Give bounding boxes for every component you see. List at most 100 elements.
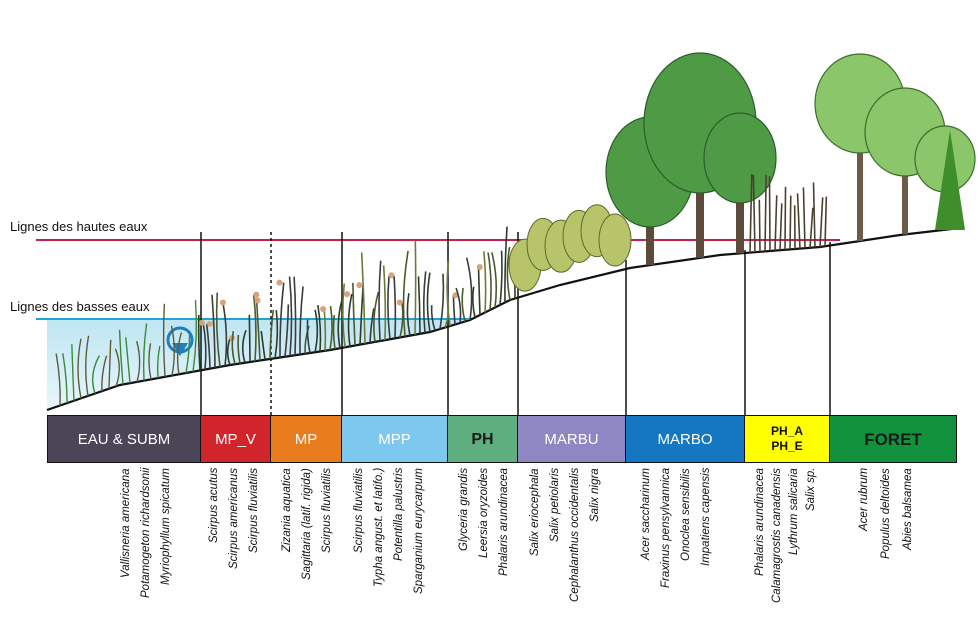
grass-stem [796,193,801,249]
reed-stem [487,252,492,311]
submerged-plant [185,330,191,374]
reed-stem [455,287,462,324]
species-label: Scirpus acutus [208,467,220,543]
submerged-plant [108,339,112,389]
species-label: Potentilla palustris [393,467,405,561]
zone-label: PH_A [770,424,803,438]
species-label: Salix petiolaris [549,467,561,542]
grass-stem [802,187,806,249]
species-label: Cephalanthus occidentalis [569,467,581,602]
reed-stem [252,294,257,362]
reed-stem [347,293,353,347]
reed-stem [399,302,404,338]
reed-stem [369,308,375,343]
low-water-label: Lignes des basses eaux [10,299,150,314]
grass-stem [824,196,828,247]
tree-trunk [902,144,908,235]
submerged-plant [77,338,82,399]
seed-head [388,272,395,279]
reed-stem [504,226,508,303]
seed-head [254,297,261,304]
grass-stem [774,195,778,251]
reed-stem [382,265,387,341]
submerged-plant [62,353,68,404]
submerged-plant [55,353,61,406]
species-label: Calamagrostis canadensis [771,468,783,603]
reed-stem [306,319,311,354]
submerged-plant [118,329,124,385]
zone-mp-v: MP_V [201,415,271,463]
submerged-plant [125,337,131,384]
grass-stem [789,195,792,250]
species-label: Populus deltoides [880,468,892,559]
reed-stem [226,337,232,366]
reed-stem [284,304,290,357]
zone-label: FORET [864,429,922,449]
reed-stem [417,276,421,334]
reed-stem [387,275,391,340]
grass-stem [812,182,816,248]
species-label: Fraxinus pensylvannica [660,467,672,588]
species-label: Myriophyllum spicatum [160,468,172,585]
reed-stem [439,273,445,330]
species-label: Zizania aquatica [281,468,293,552]
species-label: Scirpus americanus [228,468,240,569]
reed-stem [342,283,346,348]
reed-stem [414,241,417,335]
zone-label: MARBO [657,430,713,448]
grass-stem [749,173,753,253]
species-label: Typha angust. et latifo.) [373,467,385,587]
reed-stem [231,331,236,365]
reed-stem [269,309,275,360]
species-label: Salix eriocephala [529,468,541,556]
reed-stem [491,252,498,308]
reed-stem [202,322,207,370]
submerged-plant [85,335,90,397]
tree-crown [703,112,777,204]
species-label: Scirpus fluviatilis [321,468,333,553]
submerged-plant [162,303,166,377]
reed-stem [323,308,327,351]
reed-stem [255,300,261,361]
reed-stem [237,334,241,364]
conifer-tree [935,130,965,230]
reed-stem [472,286,476,318]
water-level-icon [166,326,194,354]
seed-head [199,319,206,326]
species-label: Scirpus fluviatilis [353,468,365,553]
species-label: Acer rubrum [858,467,870,531]
reed-stem [360,252,366,344]
species-label: Salix nigra [589,468,601,522]
reed-stem [329,305,333,351]
reed-stem [426,272,431,333]
species-label: Lythrum salicaria [788,468,800,555]
tree-trunk [857,117,863,241]
zone-label-secondary: PH_E [771,439,803,453]
grass-stem [809,207,814,248]
zone-label: MP [294,430,318,448]
seed-head [356,282,363,289]
species-label: Vallisneria americana [120,468,132,578]
shrub [598,213,632,267]
species-label: Glyceria grandis [458,467,470,551]
species-label: Impatiens capensis [700,467,712,566]
reed-stem [197,314,201,371]
reed-stem [279,282,285,358]
species-label: Phalaris arundinacea [754,467,766,576]
reed-stem [477,267,481,316]
zone-label: EAU & SUBM [77,430,171,448]
zone-ph: PH [448,415,518,463]
reed-stem [378,260,382,342]
seed-head [396,299,403,306]
reed-stem [506,247,511,301]
reed-stem [499,250,503,306]
species-label: Sparganium eurycarpum [413,468,425,594]
species-label: Leersia oryzoides [478,467,490,558]
species-label: Onoclea sensibilis [680,468,692,561]
zone-label: PH [471,430,494,448]
zone-label: MARBU [544,430,599,448]
reed-stem [483,251,487,313]
submerged-plant [101,355,108,392]
